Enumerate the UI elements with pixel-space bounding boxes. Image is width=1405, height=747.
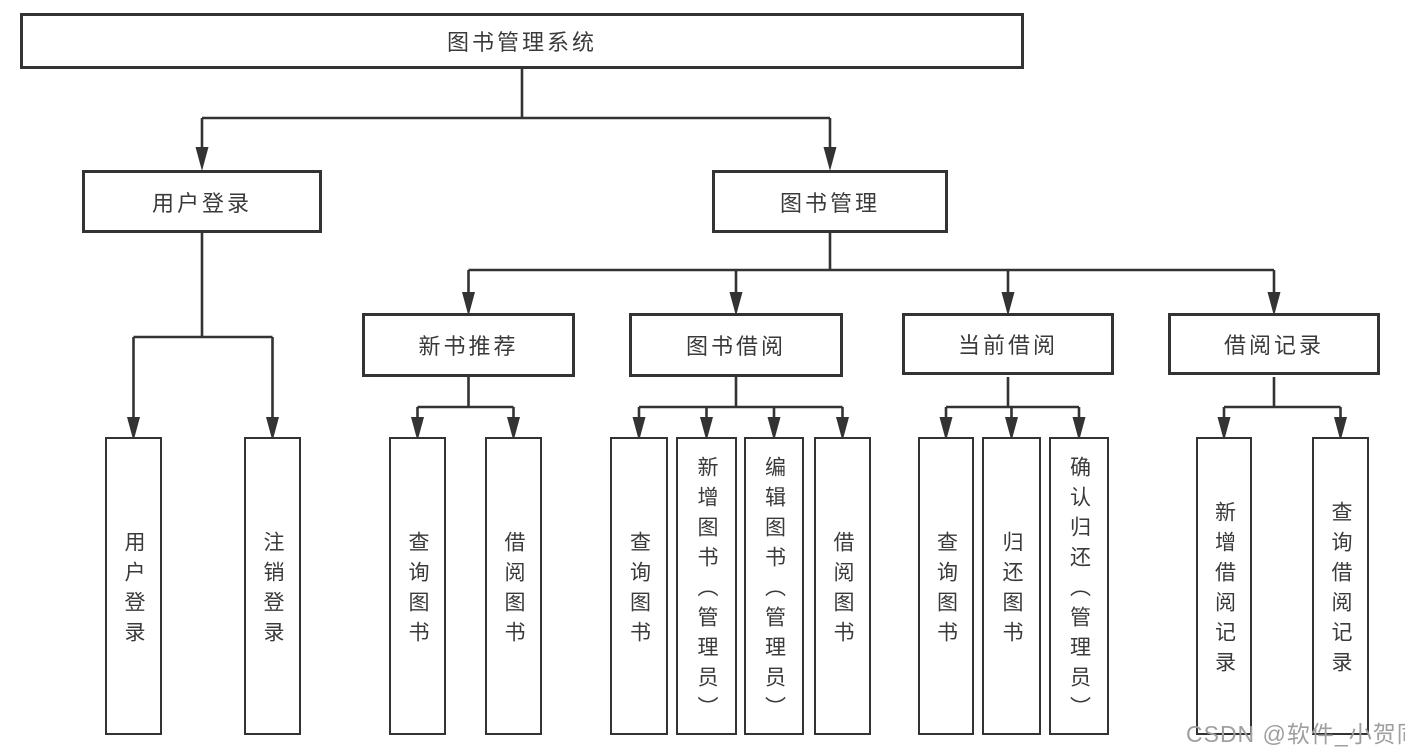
leaf-user-login: 用户登录 bbox=[105, 437, 162, 735]
leaf-label: 查询图书 bbox=[406, 530, 429, 651]
node-user-login-branch: 用户登录 bbox=[82, 170, 322, 233]
csdn-watermark: CSDN @软件_小贺同学 bbox=[1186, 721, 1405, 747]
leaf-borrow-books-recommend: 借阅图书 bbox=[485, 437, 542, 735]
node-library-management-system: 图书管理系统 bbox=[20, 13, 1024, 69]
leaf-add-borrow-record: 新增借阅记录 bbox=[1196, 437, 1252, 735]
leaf-label: 编辑图书（管理员） bbox=[762, 455, 786, 726]
leaf-label: 查询借阅记录 bbox=[1329, 500, 1352, 681]
leaf-label: 用户登录 bbox=[122, 530, 145, 651]
node-label: 借阅记录 bbox=[1223, 333, 1324, 358]
leaf-query-books-borrow: 查询图书 bbox=[610, 437, 668, 735]
leaf-label: 注销登录 bbox=[261, 530, 284, 651]
leaf-return-books: 归还图书 bbox=[982, 437, 1041, 735]
leaf-label: 查询图书 bbox=[934, 530, 958, 651]
leaf-label: 归还图书 bbox=[1000, 530, 1023, 651]
node-current-borrowing: 当前借阅 bbox=[902, 313, 1114, 375]
leaf-label: 新增图书（管理员） bbox=[695, 455, 718, 726]
leaf-add-books-admin: 新增图书（管理员） bbox=[676, 437, 737, 735]
node-borrowing-records: 借阅记录 bbox=[1168, 313, 1380, 375]
leaf-label: 查询图书 bbox=[627, 530, 651, 651]
node-label: 当前借阅 bbox=[957, 333, 1058, 358]
leaf-label: 确认归还（管理员） bbox=[1067, 455, 1091, 726]
leaf-label: 新增借阅记录 bbox=[1212, 500, 1236, 681]
node-new-book-recommend: 新书推荐 bbox=[362, 313, 575, 377]
node-label: 新书推荐 bbox=[418, 334, 519, 359]
leaf-logout: 注销登录 bbox=[244, 437, 301, 735]
leaf-confirm-return-admin: 确认归还（管理员） bbox=[1049, 437, 1109, 735]
leaf-query-books-current: 查询图书 bbox=[918, 437, 974, 735]
leaf-label: 借阅图书 bbox=[502, 530, 525, 651]
node-book-borrowing: 图书借阅 bbox=[629, 313, 843, 377]
leaf-edit-books-admin: 编辑图书（管理员） bbox=[744, 437, 804, 735]
leaf-query-books-recommend: 查询图书 bbox=[389, 437, 446, 735]
node-label: 图书借阅 bbox=[685, 334, 786, 359]
leaf-query-borrow-record: 查询借阅记录 bbox=[1312, 437, 1369, 735]
node-book-management-branch: 图书管理 bbox=[712, 170, 948, 233]
node-label: 用户登录 bbox=[151, 190, 252, 216]
node-label: 图书管理系统 bbox=[446, 30, 597, 55]
node-label: 图书管理 bbox=[779, 190, 880, 216]
leaf-label: 借阅图书 bbox=[831, 530, 854, 651]
leaf-borrow-books: 借阅图书 bbox=[814, 437, 871, 735]
